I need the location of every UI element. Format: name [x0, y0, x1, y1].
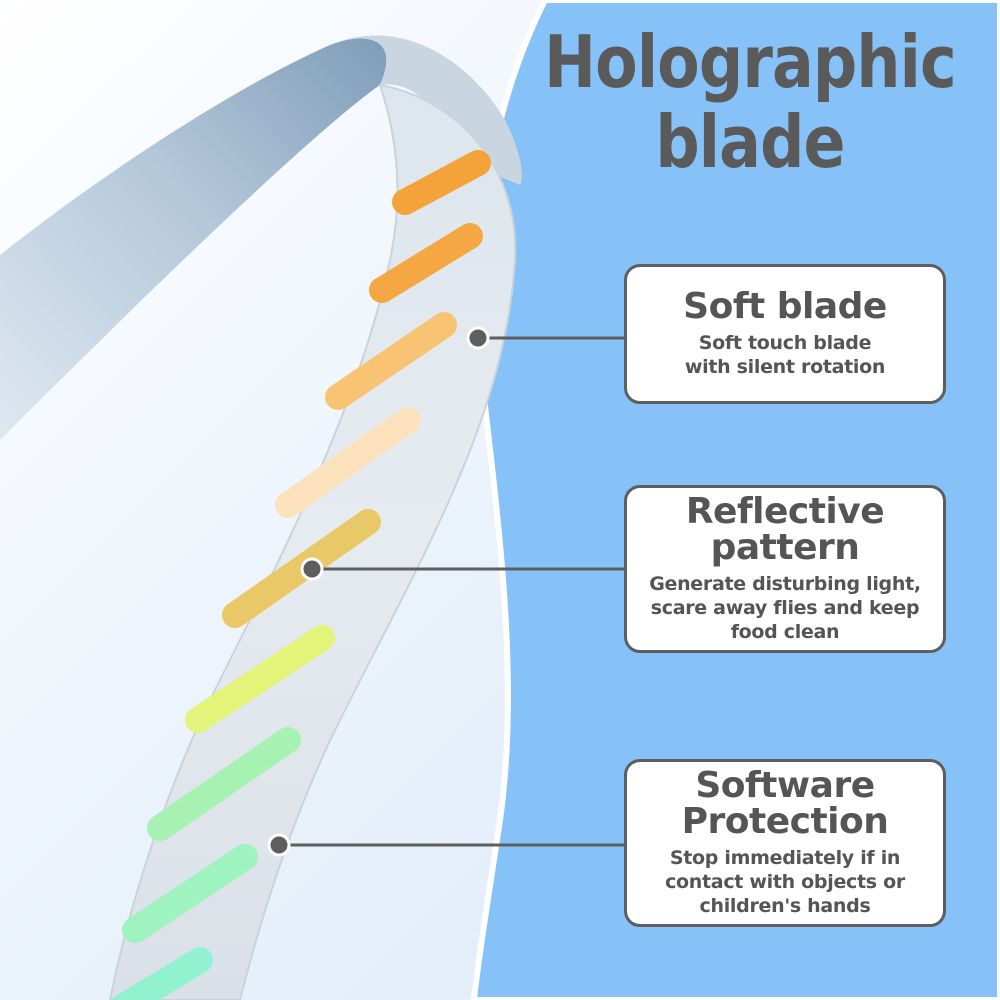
callout-card-soft-blade: Soft blade Soft touch blade with silent …: [624, 264, 946, 404]
callout-heading: Software Protection: [627, 768, 943, 840]
title-line-2: blade: [655, 100, 845, 184]
stripe-9: [109, 947, 213, 1000]
stripe-6: [185, 625, 335, 733]
callout-text-line: Generate disturbing light,: [649, 573, 921, 595]
callout-text-line: food clean: [730, 621, 840, 643]
stripe-4: [275, 407, 421, 518]
stripe-2: [369, 223, 483, 303]
leader-dot-3: [267, 833, 291, 857]
callout-heading: Reflective pattern: [627, 494, 943, 566]
callout-description: Stop immediately if in contact with obje…: [627, 846, 943, 918]
stripe-1: [392, 150, 491, 215]
callout-text-line: Stop immediately if in: [669, 847, 901, 869]
callout-description: Generate disturbing light, scare away fl…: [627, 572, 943, 644]
leader-dot-1: [466, 326, 490, 350]
leader-dot-2: [300, 557, 324, 581]
callout-text-line: contact with objects or: [665, 871, 905, 893]
callout-description: Soft touch blade with silent rotation: [627, 331, 943, 379]
callout-text-line: with silent rotation: [684, 356, 886, 378]
stripe-3: [325, 312, 457, 410]
callout-text-line: scare away flies and keep: [650, 597, 920, 619]
callout-heading-line: Software: [695, 765, 875, 806]
callout-card-software-protection: Software Protection Stop immediately if …: [624, 759, 946, 927]
stripe-8: [122, 844, 258, 943]
callout-heading-line: Soft blade: [683, 286, 887, 327]
callout-heading: Soft blade: [627, 289, 943, 325]
page-title: Holographic blade: [535, 22, 965, 182]
callout-text-line: Soft touch blade: [698, 332, 872, 354]
title-line-1: Holographic: [544, 20, 957, 104]
blade-back-strip: [0, 38, 387, 440]
stripe-7: [147, 727, 301, 841]
callout-text-line: children's hands: [699, 895, 871, 917]
callout-leaders: [267, 326, 624, 857]
callout-heading-line: pattern: [710, 527, 860, 568]
callout-heading-line: Reflective: [685, 491, 885, 532]
callout-card-reflective-pattern: Reflective pattern Generate disturbing l…: [624, 485, 946, 653]
callout-heading-line: Protection: [681, 801, 889, 842]
